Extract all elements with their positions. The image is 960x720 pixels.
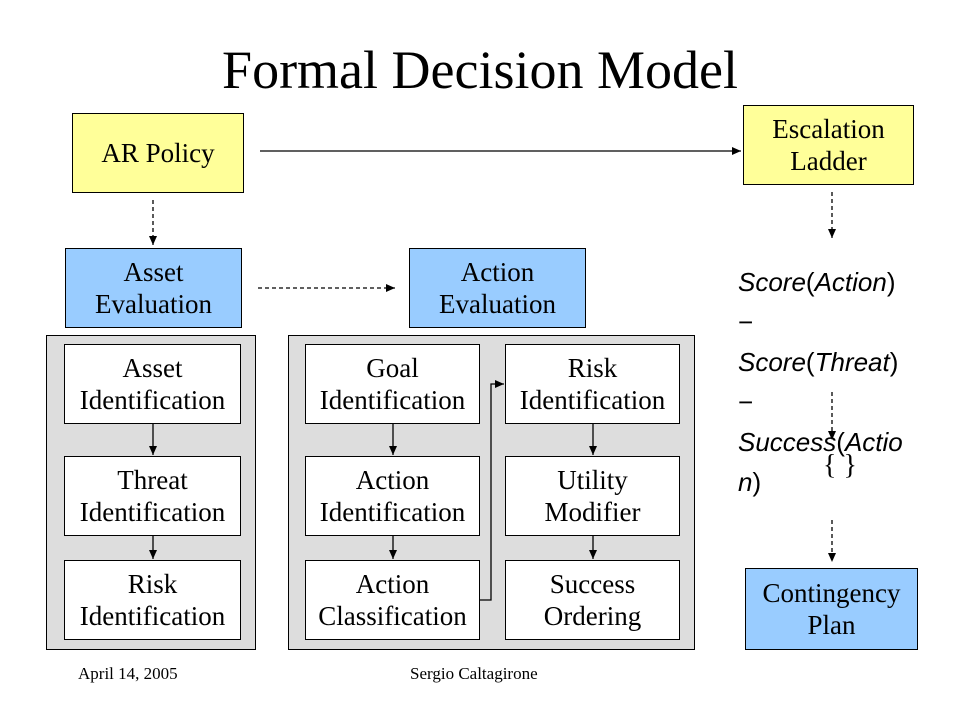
formula-operator-1: − [738, 307, 754, 337]
asset-evaluation-box: Asset Evaluation [65, 248, 242, 328]
ar-policy-box: AR Policy [72, 113, 244, 193]
action-risk-identification-box: Risk Identification [505, 344, 680, 424]
score-formula: Score(Action) − Score(Threat) − Success(… [738, 262, 953, 502]
arrow-class-to-risk [480, 380, 504, 601]
formula-braces: { } [823, 450, 857, 481]
escalation-ladder-box: Escalation Ladder [743, 105, 914, 185]
goal-identification-box: Goal Identification [305, 344, 480, 424]
success-ordering-box: Success Ordering [505, 560, 680, 640]
footer-author: Sergio Caltagirone [410, 664, 538, 683]
footer-date: April 14, 2005 [78, 664, 178, 683]
action-identification-box: Action Identification [305, 456, 480, 536]
contingency-plan-box: Contingency Plan [745, 568, 918, 650]
formula-operator-2: − [738, 387, 754, 417]
formula-line-success-action-1: Success(Actio [738, 427, 903, 457]
utility-modifier-box: Utility Modifier [505, 456, 680, 536]
formula-line-score-action: Score(Action) [738, 267, 896, 297]
page-title: Formal Decision Model [222, 40, 738, 100]
action-evaluation-box: Action Evaluation [409, 248, 586, 328]
threat-identification-box: Threat Identification [64, 456, 241, 536]
risk-identification-box: Risk Identification [64, 560, 241, 640]
formula-line-success-action-2: n) [738, 467, 762, 497]
asset-identification-box: Asset Identification [64, 344, 241, 424]
formula-line-score-threat: Score(Threat) [738, 347, 899, 377]
action-classification-box: Action Classification [305, 560, 480, 640]
